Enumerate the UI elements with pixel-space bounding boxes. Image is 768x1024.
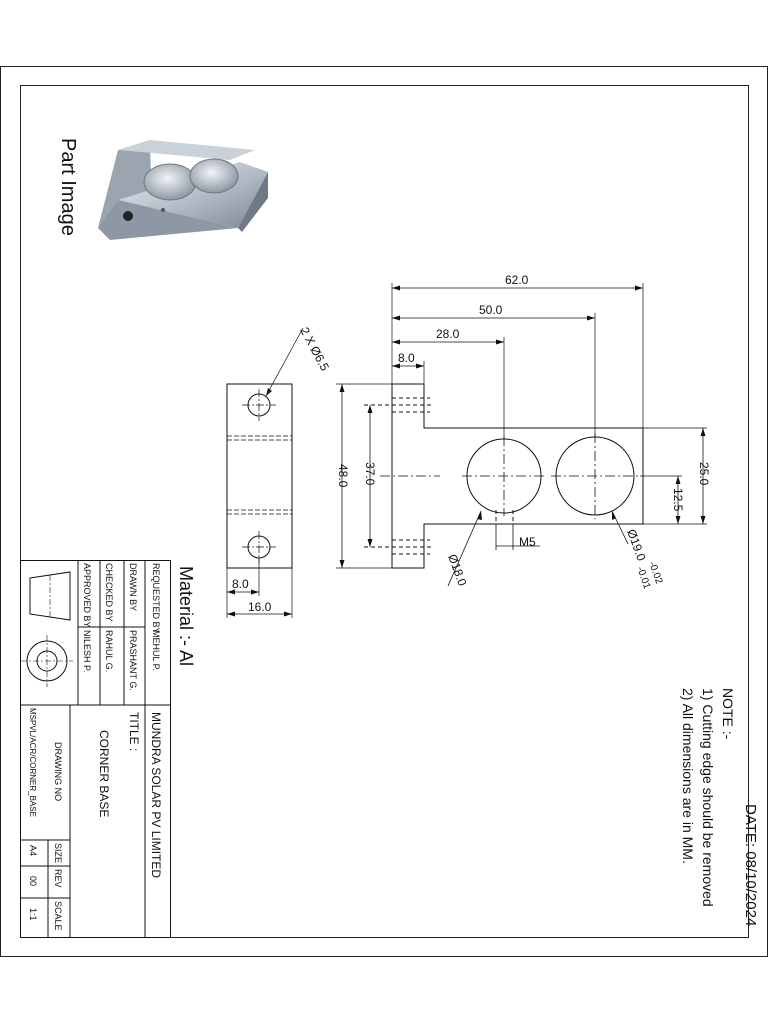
note-2: 2) All dimensions are in MM. <box>680 688 696 864</box>
dim-bore-19: Ø19.0 <box>624 527 648 563</box>
notes: NOTE :- 1) Cutting edge should be remove… <box>680 688 736 907</box>
drawn-by-label: DRAWN BY <box>128 563 138 611</box>
dim-overall-length: 62.0 <box>505 273 529 287</box>
title-label: TITLE : <box>127 712 141 751</box>
side-view-dimensions: 2 X Ø6.5 8.0 16.0 <box>232 325 332 614</box>
dim-flange-8: 8.0 <box>398 351 415 365</box>
dim-thread: M5 <box>519 535 536 549</box>
title-block-text: REQUESTED BY MEHUL P. DRAWN BY PRASHANT … <box>28 563 163 931</box>
dim-side-8: 8.0 <box>232 577 249 591</box>
inner-border <box>20 85 749 938</box>
checked-by-value: RAHUL G. <box>104 630 114 672</box>
dim-holes: 2 X Ø6.5 <box>297 325 332 374</box>
dim-width-25: 25.0 <box>697 462 711 486</box>
side-view <box>226 327 304 618</box>
dim-height-48: 48.0 <box>336 464 350 488</box>
part-image <box>98 140 268 240</box>
dim-center-12-5: 12.5 <box>671 488 685 512</box>
scale-value: 1:1 <box>28 908 38 921</box>
part-image-label: Part Image <box>57 138 79 236</box>
dim-height-37: 37.0 <box>363 462 377 486</box>
requested-by-value: MEHUL P. <box>151 630 161 671</box>
front-view <box>336 283 707 587</box>
note-1: 1) Cutting edge should be removed <box>700 688 716 907</box>
drawing-no-label: DRAWING NO <box>53 742 63 801</box>
requested-by-label: REQUESTED BY <box>151 563 161 634</box>
scale-label: SCALE <box>53 901 63 931</box>
title-block <box>20 560 171 938</box>
notes-heading: NOTE :- <box>720 688 736 740</box>
dim-bore-18: Ø18.0 <box>445 552 469 588</box>
material-label: Material :- Al <box>176 566 196 666</box>
dim-length-28: 28.0 <box>436 327 460 341</box>
approved-by-label: APPROVED BY <box>82 563 92 628</box>
drawing-no-value: MSPVL/ACR/CORNER_BASE <box>28 708 37 817</box>
dim-length-50: 50.0 <box>479 303 503 317</box>
drawn-by-value: PRASHANT G. <box>128 630 138 691</box>
company-name: MUNDRA SOLAR PV LIMITED <box>149 712 163 878</box>
size-value: A4 <box>28 845 38 856</box>
date-label: DATE: 08/10/2024 <box>742 804 759 926</box>
rev-label: REV <box>53 869 63 888</box>
dim-side-16: 16.0 <box>248 600 272 614</box>
rev-value: 00 <box>28 876 38 886</box>
checked-by-label: CHECKED BY <box>104 563 114 622</box>
approved-by-value: NILESH P. <box>82 630 92 672</box>
drawing-title: CORNER BASE <box>97 730 111 817</box>
size-label: SIZE <box>53 843 63 863</box>
